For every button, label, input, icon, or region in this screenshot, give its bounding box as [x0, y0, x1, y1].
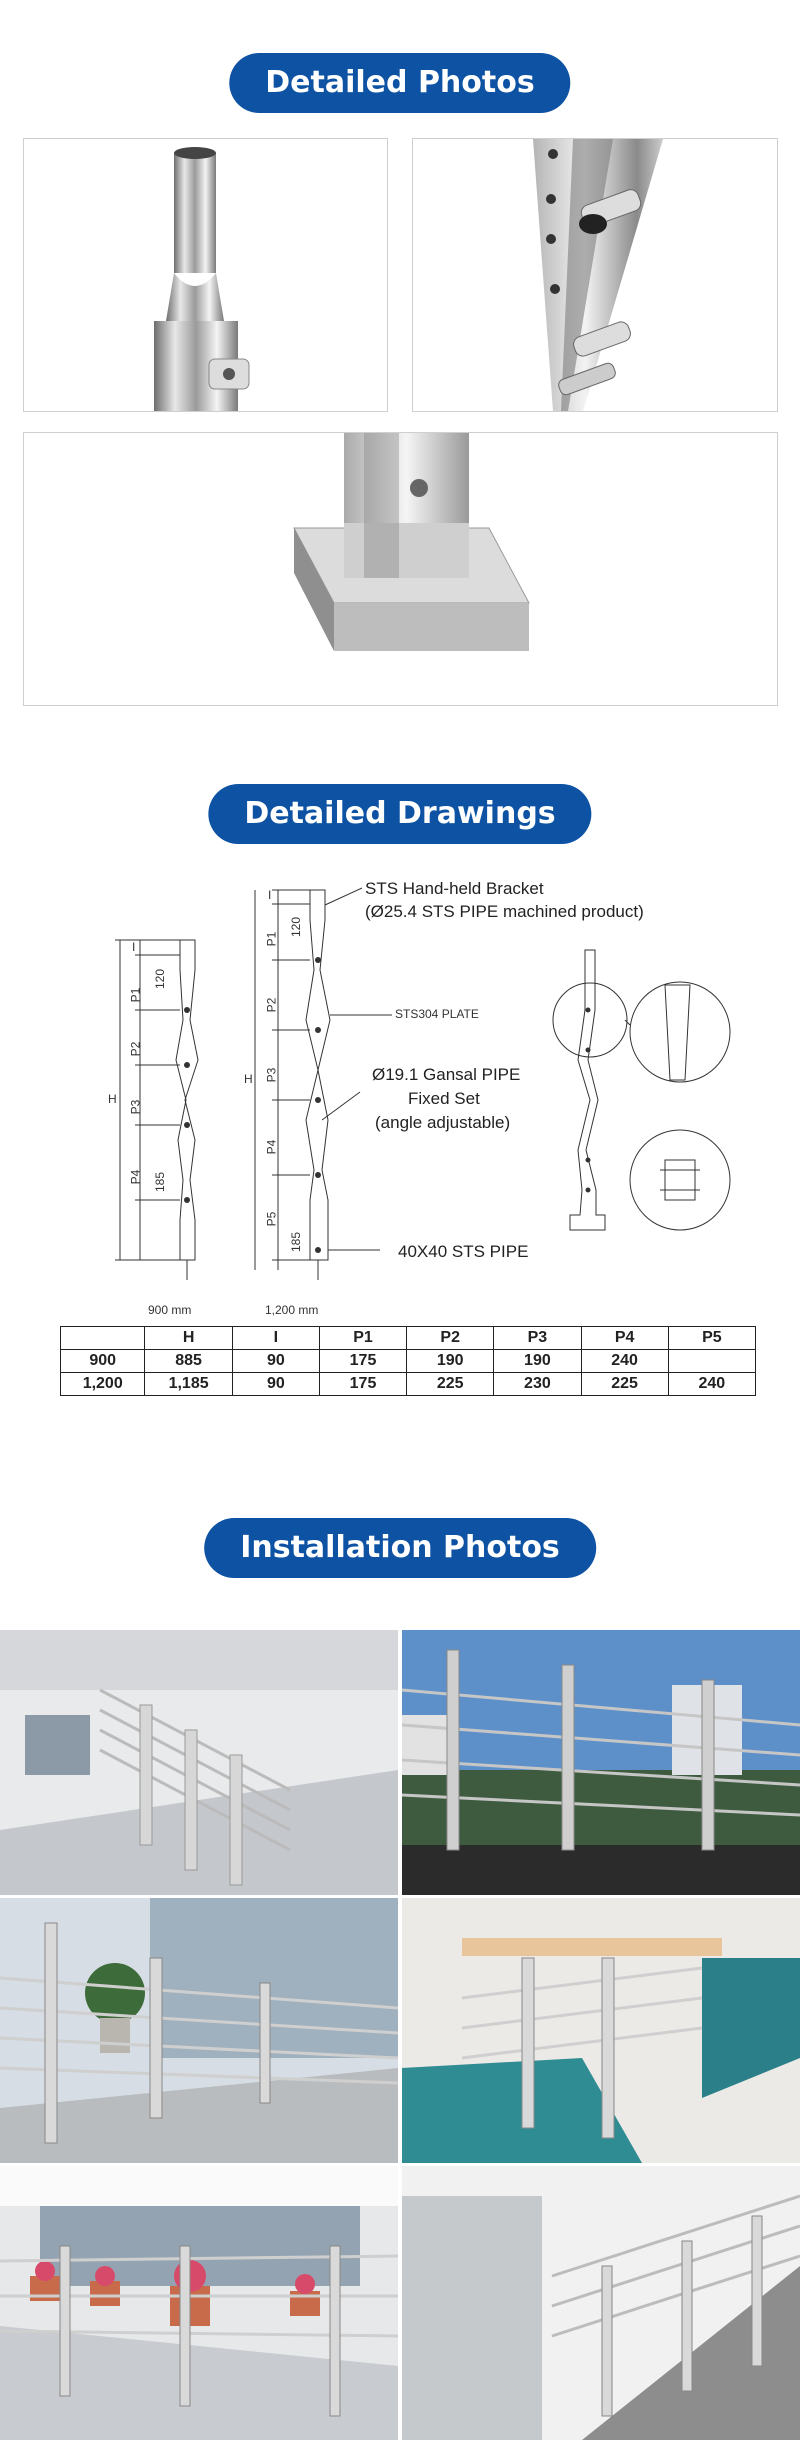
table-cell: 1,200 — [59, 1372, 146, 1396]
table-cell: 900 — [59, 1349, 146, 1373]
dim-label-H-900: H — [108, 1092, 117, 1106]
dim-label-P3-1200: P3 — [264, 1067, 279, 1083]
technical-drawing — [115, 887, 731, 1280]
table-cell: 190 — [493, 1349, 582, 1373]
installation-photo-terrace-plants — [0, 1898, 398, 2163]
installation-photo-indoor-stairs-teal — [402, 1898, 800, 2163]
table-cell — [667, 1349, 757, 1373]
table-cell: 190 — [406, 1349, 495, 1373]
table-cell — [59, 1326, 146, 1350]
table-cell: 90 — [231, 1349, 320, 1373]
dim-label-I-900: I — [132, 940, 136, 954]
label-plate: STS304 PLATE — [395, 1007, 479, 1021]
table-cell: 90 — [231, 1372, 320, 1396]
label-pipe-line1: Ø19.1 Gansal PIPE — [372, 1065, 521, 1084]
section-title-installation-photos: Installation Photos — [204, 1518, 596, 1578]
table-cell: 240 — [667, 1372, 757, 1396]
dim-label-I-1200: I — [268, 888, 272, 902]
label-bracket-line1: STS Hand-held Bracket — [365, 879, 544, 898]
label-bracket-line2: (Ø25.4 STS PIPE machined product) — [365, 902, 644, 921]
dim-label-P1-900: P1 — [128, 987, 143, 1003]
table-cell: P4 — [580, 1326, 669, 1350]
photo-post-base — [23, 432, 778, 706]
installation-photo-corridor-stairs — [402, 2166, 800, 2440]
table-cell: I — [231, 1326, 320, 1350]
section-title-detailed-photos: Detailed Photos — [229, 53, 571, 113]
dim-label-P5-1200: P5 — [264, 1211, 279, 1227]
dim-label-top-900: 120 — [153, 968, 168, 990]
photo-post-top — [23, 138, 388, 412]
dim-label-P3-900: P3 — [128, 1099, 143, 1115]
table-row: 1,200 1,185 90 175 225 230 225 240 — [59, 1372, 757, 1396]
table-cell: 175 — [318, 1349, 408, 1373]
installation-photo-flower-balcony — [0, 2166, 398, 2440]
installation-photo-rooftop-city — [402, 1630, 800, 1895]
table-cell: H — [144, 1326, 233, 1350]
table-header-row: H I P1 P2 P3 P4 P5 — [59, 1326, 757, 1350]
table-cell: 1,185 — [144, 1372, 233, 1396]
table-cell: 225 — [406, 1372, 495, 1396]
table-cell: 230 — [493, 1372, 582, 1396]
label-base-pipe: 40X40 STS PIPE — [398, 1242, 529, 1261]
table-cell: 175 — [318, 1372, 408, 1396]
table-cell: 225 — [580, 1372, 669, 1396]
dim-label-P4-1200: P4 — [264, 1139, 279, 1155]
installation-photo-stairs-white — [0, 1630, 398, 1895]
label-pipe-line2: Fixed Set — [408, 1089, 480, 1108]
dim-label-P4-900: P4 — [128, 1169, 143, 1185]
caption-1200: 1,200 mm — [265, 1303, 319, 1317]
dim-label-bottom-1200: 185 — [289, 1231, 304, 1253]
label-pipe-line3: (angle adjustable) — [375, 1113, 511, 1132]
dim-label-P1-1200: P1 — [264, 931, 279, 947]
dim-label-P2-900: P2 — [128, 1041, 143, 1057]
dim-label-top-1200: 120 — [289, 916, 304, 938]
photo-post-bracket — [412, 138, 778, 412]
table-row: 900 885 90 175 190 190 240 — [59, 1349, 757, 1373]
dim-label-H-1200: H — [244, 1072, 253, 1086]
caption-900: 900 mm — [148, 1303, 192, 1317]
section-title-detailed-drawings: Detailed Drawings — [208, 784, 592, 844]
table-cell: P5 — [667, 1326, 757, 1350]
dim-label-bottom-900: 185 — [153, 1171, 168, 1193]
table-cell: 240 — [580, 1349, 669, 1373]
dim-label-P2-1200: P2 — [264, 997, 279, 1013]
table-cell: P3 — [493, 1326, 582, 1350]
spec-table: H I P1 P2 P3 P4 P5 900 885 90 175 190 19… — [59, 1326, 757, 1396]
table-cell: P2 — [406, 1326, 495, 1350]
table-cell: 885 — [144, 1349, 233, 1373]
table-cell: P1 — [318, 1326, 408, 1350]
